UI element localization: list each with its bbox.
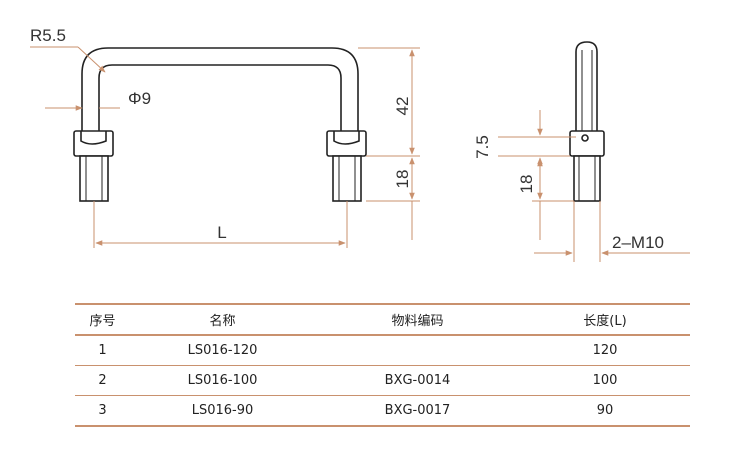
cell-index: 2 <box>98 373 107 388</box>
thread-spec-label: 2–M10 <box>612 233 664 252</box>
cell-index: 3 <box>98 403 107 418</box>
thread-length-front-label: 18 <box>393 170 412 189</box>
cell-index: 1 <box>98 343 107 358</box>
length-label: L <box>217 223 226 242</box>
handle-side-view <box>569 41 605 202</box>
header-length: 长度(L) <box>583 314 627 329</box>
table-row: 3 LS016-90 BXG-0017 90 <box>75 396 690 426</box>
height-label: 42 <box>393 97 412 116</box>
side-dimension-lines <box>498 110 690 262</box>
spec-table: 序号 名称 物料编码 长度(L) 1 LS016-120 120 2 LS016… <box>75 303 690 427</box>
cell-material-code: BXG-0014 <box>384 373 451 388</box>
cell-material-code <box>315 335 520 366</box>
cell-material-code: BXG-0017 <box>384 403 451 418</box>
side-offset-label: 7.5 <box>473 135 492 159</box>
cell-name: LS016-90 <box>191 403 254 418</box>
cell-name: LS016-120 <box>187 343 258 358</box>
cell-length: 120 <box>592 343 618 358</box>
cell-length: 90 <box>596 403 614 418</box>
diameter-label: Φ9 <box>128 89 151 108</box>
table-header-row: 序号 名称 物料编码 长度(L) <box>75 304 690 335</box>
table-row: 2 LS016-100 BXG-0014 100 <box>75 366 690 396</box>
header-material-code: 物料编码 <box>391 314 444 329</box>
header-name: 名称 <box>209 314 236 329</box>
cell-length: 100 <box>592 373 618 388</box>
table-row: 1 LS016-120 120 <box>75 335 690 366</box>
thread-length-side-label: 18 <box>517 175 536 194</box>
cell-name: LS016-100 <box>187 373 258 388</box>
handle-front-view <box>73 47 367 202</box>
radius-label: R5.5 <box>30 26 66 45</box>
front-dimension-lines <box>30 46 420 248</box>
technical-drawing: R5.5 Φ9 42 18 L 7.5 18 2–M10 <box>30 26 690 262</box>
header-index: 序号 <box>89 314 116 329</box>
